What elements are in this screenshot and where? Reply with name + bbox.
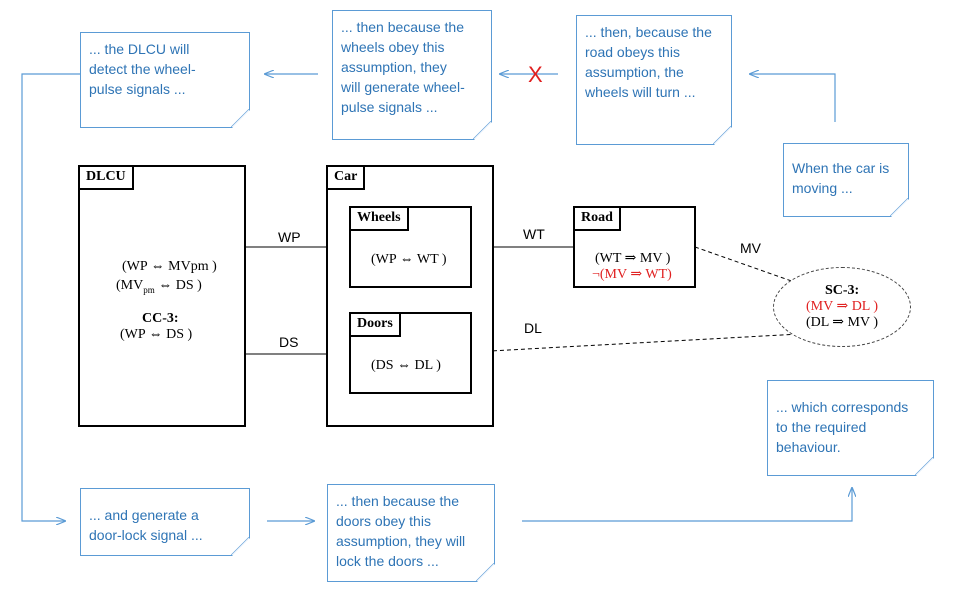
note-required-behaviour: ... which corresponds to the required be… xyxy=(767,380,934,476)
note-generate-lock: ... and generate a door-lock signal ... xyxy=(80,488,250,556)
note-text: ... then, because the road obeys this as… xyxy=(585,24,712,100)
doors-formula: (DS ⇔ DL ) xyxy=(371,358,441,373)
arrow-dlcu-to-lock xyxy=(21,73,80,521)
label-ds: DS xyxy=(279,334,299,350)
wheels-tag: Wheels xyxy=(349,206,409,231)
note-text: ... which corresponds to the required be… xyxy=(776,399,909,455)
note-text: When the car is moving ... xyxy=(792,160,890,196)
road-formula-2: ¬(MV ⇒ WT) xyxy=(592,267,672,282)
dlcu-formula-1: (WP ⇔ MVpm ) xyxy=(122,259,217,274)
cc3-formula: (WP ⇔ DS ) xyxy=(120,327,193,342)
line-dl xyxy=(471,333,801,353)
sc3-ellipse xyxy=(773,267,911,347)
label-mv: MV xyxy=(740,240,761,256)
dlcu-formula-2: (MVpm ⇔ DS ) xyxy=(116,278,202,295)
dlcu-tag: DLCU xyxy=(78,165,134,190)
dlcu-formula-2-sub: pm xyxy=(143,284,155,295)
note-car-moving: When the car is moving ... xyxy=(783,143,909,217)
sc3-formula-2: (DL ⇒ MV ) xyxy=(806,315,879,330)
wheels-formula: (WP ⇔ WT ) xyxy=(371,252,447,267)
note-road-turn: ... then, because the road obeys this as… xyxy=(576,15,732,145)
road-formula-1: (WT ⇒ MV ) xyxy=(595,251,671,266)
cc3-title: CC-3: xyxy=(142,311,179,326)
cross-mark: X xyxy=(528,62,543,87)
note-doors-lock: ... then because the doors obey this ass… xyxy=(327,484,495,582)
sc3-title: SC-3: xyxy=(825,283,860,298)
note-dlcu-detect: ... the DLCU will detect the wheel- puls… xyxy=(80,32,250,128)
label-dl: DL xyxy=(524,320,542,336)
label-wp: WP xyxy=(278,229,301,245)
note-wheels-generate: ... then because the wheels obey this as… xyxy=(332,10,492,140)
arrow-moving-to-road xyxy=(750,74,836,122)
doors-tag: Doors xyxy=(349,312,401,337)
arrow-doors-to-behaviour xyxy=(522,488,852,522)
line-mv xyxy=(694,246,801,285)
wheels-box: Wheels (WP ⇔ WT ) xyxy=(349,206,472,288)
doors-box: Doors (DS ⇔ DL ) xyxy=(349,312,472,394)
dlcu-formula-2-pre: (MV xyxy=(116,278,144,293)
road-tag: Road xyxy=(573,206,621,231)
dlcu-formula-2-post: ⇔ DS ) xyxy=(154,278,202,293)
note-text: ... the DLCU will detect the wheel- puls… xyxy=(89,41,196,97)
dlcu-box: DLCU (WP ⇔ MVpm ) (MVpm ⇔ DS ) CC-3: (WP… xyxy=(78,165,246,427)
sc3-formula-1: (MV ⇒ DL ) xyxy=(806,299,879,314)
label-wt: WT xyxy=(523,226,545,242)
note-text: ... then because the doors obey this ass… xyxy=(336,493,466,569)
car-tag: Car xyxy=(326,165,366,190)
road-box: Road (WT ⇒ MV ) ¬(MV ⇒ WT) xyxy=(573,206,696,288)
note-text: ... then because the wheels obey this as… xyxy=(341,19,465,115)
note-text: ... and generate a door-lock signal ... xyxy=(89,507,203,543)
